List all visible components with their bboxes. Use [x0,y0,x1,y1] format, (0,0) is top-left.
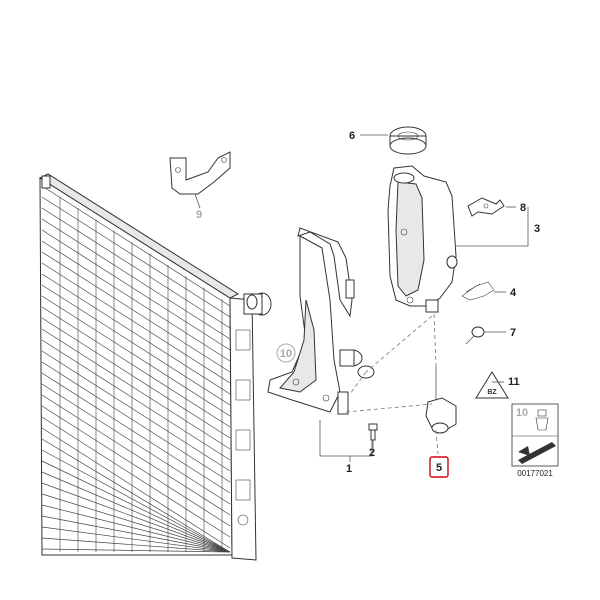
expansion-tank-part-3 [387,165,458,313]
callout-3-label: 3 [534,223,540,235]
radiator-fin [41,229,231,351]
callout-11-label: 11 [508,376,520,388]
radiator-fin [41,449,231,553]
radiator-fin [41,460,231,553]
radiator-fin [41,295,231,417]
radiator-fin [41,317,231,439]
reference-box-number: 10 [516,407,528,419]
screw-part-7 [465,326,485,345]
radiator-fin [41,372,231,494]
radiator-fin [41,427,231,549]
radiator-fin [41,240,231,362]
mounting-frame-part-1 [267,227,375,415]
sensor-part-5 [425,366,457,434]
warning-triangle-part-11: BZ [475,371,509,399]
radiator-fin [41,350,231,472]
bracket-part-9 [169,151,231,209]
radiator-fin [41,504,231,553]
radiator-fin [41,493,231,553]
radiator-fin [41,251,231,373]
svg-text:BZ: BZ [487,389,497,396]
cap-part-6 [389,126,427,155]
callout-8-label: 8 [520,202,526,214]
radiator-fin [41,361,231,483]
radiator-fin [41,339,231,461]
callout-7-label: 7 [510,327,516,339]
callout-9-label: 9 [196,209,202,221]
radiator-fin [41,471,231,553]
reference-box: 10 00177021 [511,403,559,478]
callout-2-label: 2 [369,447,375,459]
reference-box-code: 00177021 [517,469,553,478]
radiator-fin [41,526,231,553]
callout-10-label: 10 [280,348,292,360]
radiator-fin [41,405,231,527]
radiator-fin [41,196,231,318]
clip-part-4 [461,281,495,301]
radiator-fin [41,218,231,340]
callout-10-circle: 10 [276,343,296,363]
radiator-fin [41,394,231,516]
callout-6-label: 6 [349,130,355,142]
radiator-fin [41,273,231,395]
callout-5-highlight: 5 [429,456,449,478]
clip-icon [535,409,549,431]
radiator-fin [41,207,231,329]
ramp-arrow-icon [518,442,556,464]
radiator-fin [41,438,231,553]
radiator-fin [41,515,231,553]
radiator-fin [41,185,231,307]
radiator [38,173,272,561]
radiator-fin [41,262,231,384]
radiator-fin [41,416,231,538]
radiator-fin [41,383,231,505]
radiator-fins [41,185,231,553]
bracket-part-8 [467,197,505,217]
radiator-fin [41,306,231,428]
radiator-fin [41,284,231,406]
radiator-fin [41,328,231,450]
bolt-part-2 [368,423,378,448]
callout-1-label: 1 [346,463,352,475]
callout-4-label: 4 [510,287,517,299]
radiator-fin [41,482,231,553]
callout-5-label: 5 [436,462,442,474]
radiator-fin [41,537,231,553]
radiator-fin [41,548,231,553]
